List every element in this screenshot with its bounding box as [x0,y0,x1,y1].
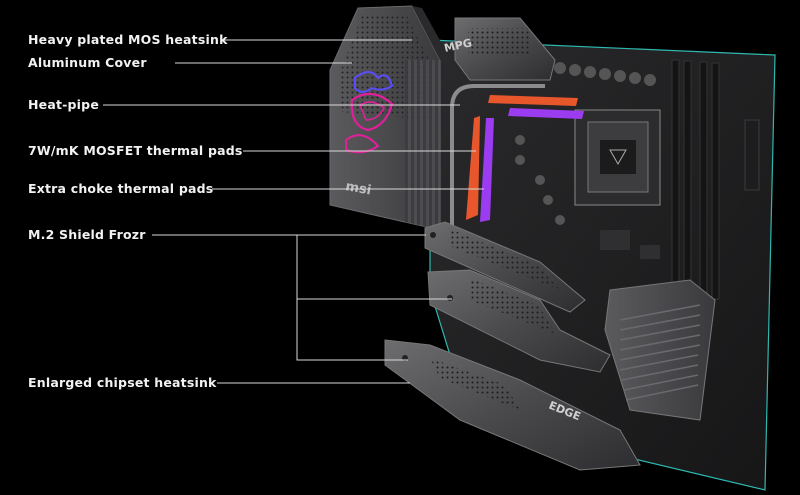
heat-pipe [450,84,545,245]
label-m2-shield-frozr: M.2 Shield Frozr [28,227,146,242]
board-components [486,59,760,274]
leader-line-m2-branch-bottom [296,235,408,361]
thermal-pad-orange-top [488,95,578,106]
mpg-logo-text: MPG [443,36,473,55]
thermal-pad-orange-left [466,116,480,220]
leader-lines [103,39,484,384]
label-heavy-plated-mos-heatsink: Heavy plated MOS heatsink [28,32,228,47]
chipset-heatsink-fins [619,304,701,401]
thermal-pads [466,95,584,222]
msi-dragon-emblem [345,71,394,154]
cpu-socket [574,109,661,206]
label-aluminum-cover: Aluminum Cover [28,55,147,70]
label-enlarged-chipset-heatsink: Enlarged chipset heatsink [28,375,217,390]
label-extra-choke-thermal-pads: Extra choke thermal pads [28,181,214,196]
chipset-heatsink [604,279,716,421]
thermal-pad-purple-left [480,118,494,222]
thermal-pad-purple-top [508,108,584,119]
label-heat-pipe: Heat-pipe [28,97,99,112]
label-mosfet-thermal-pads: 7W/mK MOSFET thermal pads [28,143,243,158]
